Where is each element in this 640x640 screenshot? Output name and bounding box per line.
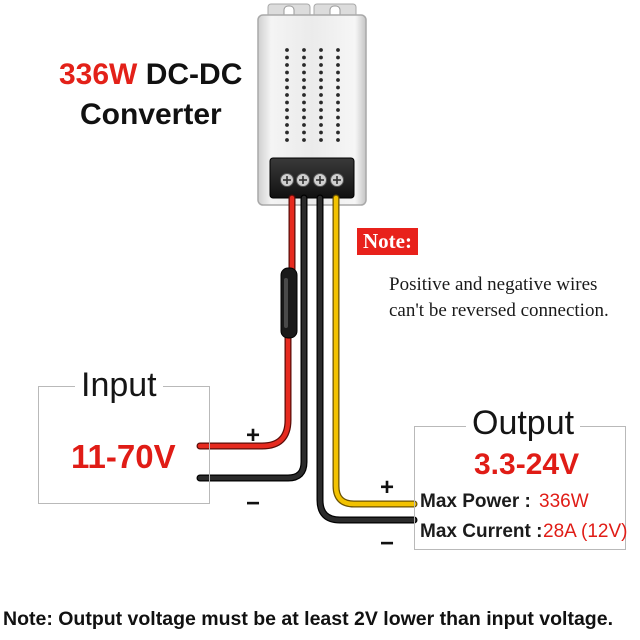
product-title-line2: Converter [80,98,222,131]
input-plus-sign: + [246,422,261,449]
output-label: Output [466,406,581,440]
wires [196,194,418,524]
input-label: Input [75,368,163,402]
output-voltage: 3.3-24V [474,448,580,481]
note-line2: can't be reversed connection. [389,300,609,321]
input-minus-sign: − [246,490,261,517]
terminal-screws [280,173,344,187]
product-power: 336W [59,58,138,91]
max-power-label: Max Power : [420,491,531,512]
input-voltage: 11-70V [71,438,176,475]
output-minus-sign: − [380,530,395,557]
footer-note: Note: Output voltage must be at least 2V… [3,608,613,630]
note-line1: Positive and negative wires [389,274,598,295]
max-power-value: 336W [539,491,589,512]
output-plus-sign: + [380,474,395,501]
wire-input-positive [196,194,296,450]
product-title-line1: 336W DC-DC [59,58,242,92]
product-type: DC-DC [145,58,243,91]
terminal-block [269,157,355,199]
vent-holes [285,48,340,142]
max-current-label: Max Current : [420,521,543,542]
max-current-value: 28A (12V) [543,521,628,542]
fuse-holder [280,267,298,339]
note-badge: Note: [357,228,418,255]
